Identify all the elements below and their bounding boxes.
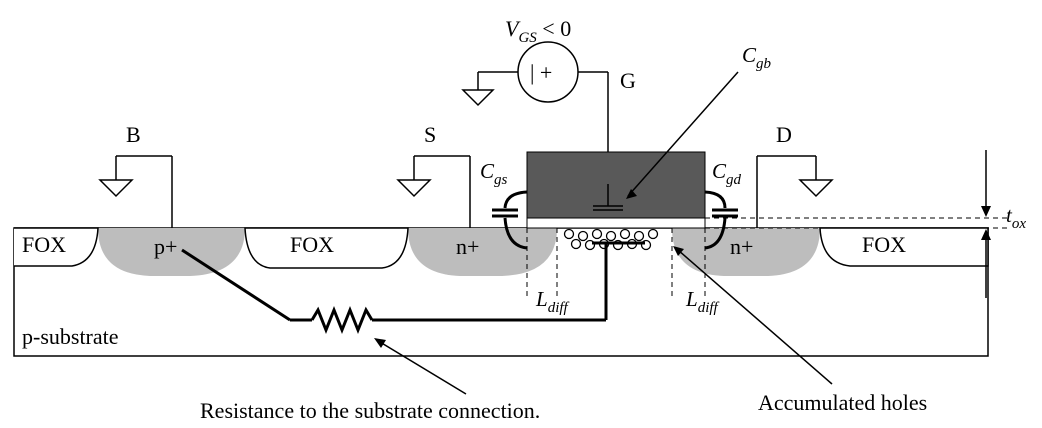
fox-mid-label: FOX xyxy=(290,232,334,257)
fox-left-label: FOX xyxy=(22,232,66,257)
holes-arrowhead xyxy=(673,246,684,256)
p-plus-label: p+ xyxy=(154,234,177,259)
cgd-label: Cgd xyxy=(712,159,742,188)
gate-electrode xyxy=(526,151,706,219)
fox-mid-region xyxy=(244,227,409,269)
holes-caption: Accumulated holes xyxy=(758,390,927,415)
ground-icon-drain xyxy=(798,179,834,198)
fox-right-label: FOX xyxy=(862,232,906,257)
p-plus-diffusion xyxy=(98,228,245,276)
vgs-label: VGS < 0 xyxy=(505,16,571,46)
resistor-symbol xyxy=(310,305,374,335)
gate-oxide xyxy=(526,217,706,229)
n-plus-drain-label: n+ xyxy=(730,234,753,259)
cgb-label: Cgb xyxy=(742,43,772,72)
ldiff-right-label: Ldiff xyxy=(685,287,720,316)
tox-arrow-down xyxy=(981,206,991,217)
bulk-terminal-label: B xyxy=(126,122,141,147)
source-terminal-label: S xyxy=(424,122,436,147)
voltage-source-polarity: | + xyxy=(530,60,552,85)
cgb-arrowhead xyxy=(626,189,637,199)
n-plus-source-diffusion xyxy=(408,228,557,276)
resistance-arrowhead xyxy=(374,338,386,348)
ground-icon-source xyxy=(396,179,432,198)
fox-right-region xyxy=(819,227,989,267)
gate-terminal-label: G xyxy=(620,68,636,93)
ldiff-left-label: Ldiff xyxy=(535,287,570,316)
n-plus-source-label: n+ xyxy=(456,234,479,259)
resistance-caption: Resistance to the substrate connection. xyxy=(200,398,540,423)
tox-label: tox xyxy=(1006,203,1026,232)
drain-terminal-label: D xyxy=(776,122,792,147)
fox-left-region xyxy=(14,227,99,267)
tox-arrow-up xyxy=(981,229,991,240)
cgs-label: Cgs xyxy=(480,159,508,188)
ground-icon-gate xyxy=(461,89,495,107)
p-substrate-label: p-substrate xyxy=(22,324,119,349)
n-plus-drain-diffusion xyxy=(672,228,820,276)
ground-icon-bulk xyxy=(98,179,134,198)
